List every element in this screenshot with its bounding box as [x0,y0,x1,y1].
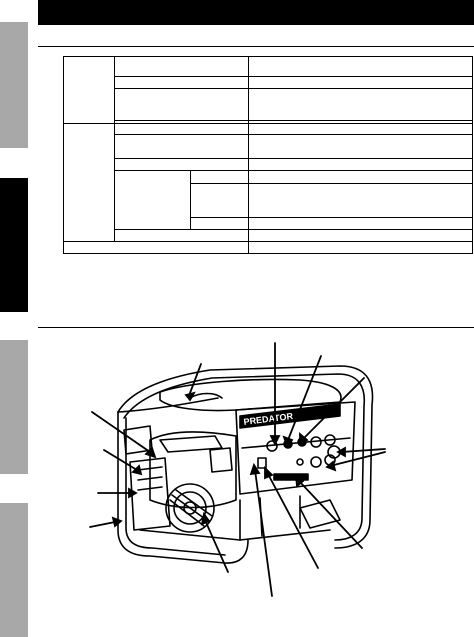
header-bar [38,0,474,25]
callout-line [329,451,386,467]
air-filter [129,457,171,531]
generator-frame [117,365,374,549]
callout-line [89,521,116,528]
table-row [64,229,473,242]
table-cell [248,134,473,159]
table-row [64,88,473,121]
specifications-table [63,56,473,254]
callout-line [267,473,319,569]
table-cell [63,123,115,242]
table-cell [114,170,191,230]
callout-line [91,411,151,453]
table-row [63,241,473,254]
table-row [64,170,473,230]
side-tab-4 [0,503,28,637]
recoil-starter [165,483,215,533]
callout-line [299,481,363,549]
section-rule-top [38,46,474,47]
fuel-tank [159,378,342,412]
table-cell [248,241,473,254]
side-tab-1 [0,22,28,148]
section-rule-middle [38,327,474,328]
callout-line [341,448,386,453]
table-row [64,134,473,159]
side-tab-3 [0,340,28,474]
table-row [63,123,473,242]
table-cell [248,88,473,121]
side-tab-2 [0,178,28,312]
callout-line [103,449,138,471]
table-row [64,76,473,89]
callout-line [287,355,322,441]
control-panel [235,401,356,495]
callout-line [254,469,273,597]
callout-line [204,519,229,573]
table-cell [114,88,249,121]
table-row [63,56,473,124]
callout-line [189,363,202,394]
callout-line [304,377,365,438]
table-cell [190,183,249,218]
